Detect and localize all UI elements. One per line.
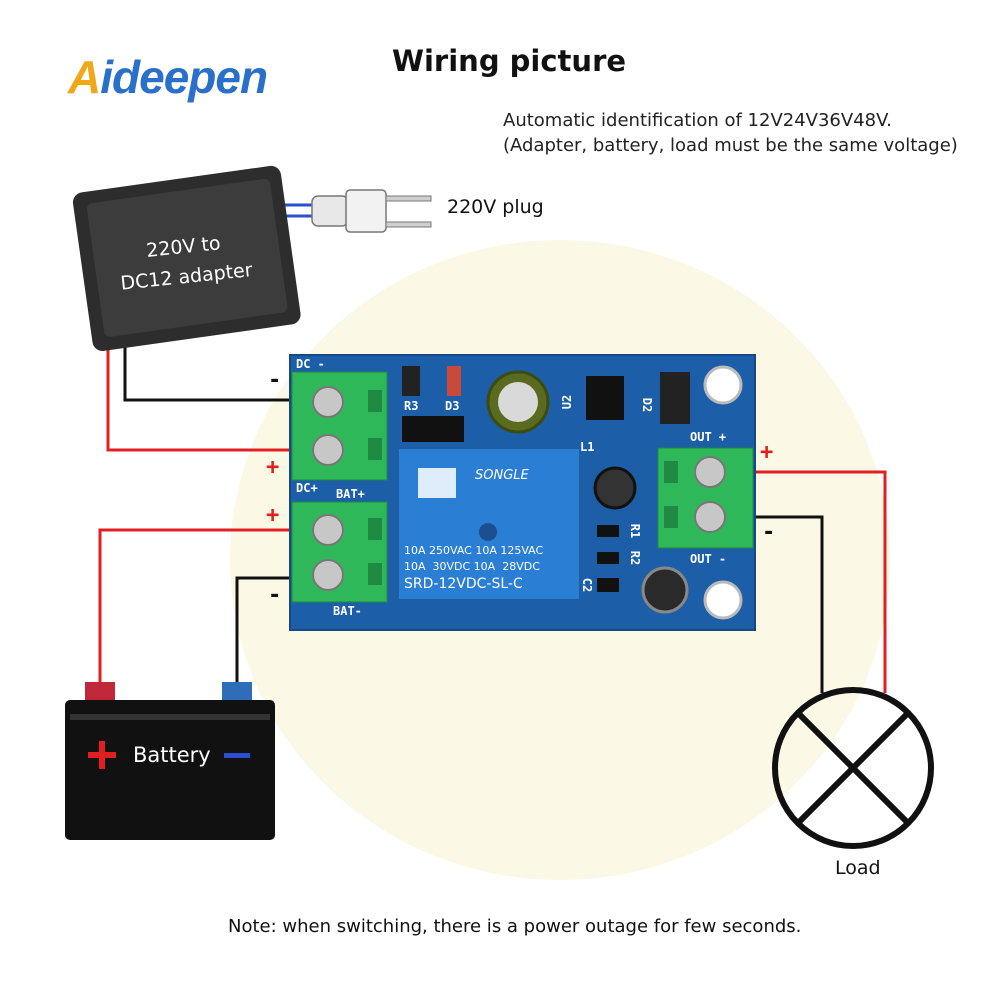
pcb-label-u2: U2 xyxy=(560,394,575,410)
pcb-label-dc-minus: DC - xyxy=(296,357,325,371)
adapter-plus-sign: + xyxy=(266,455,280,480)
pcb-label-dc-plus: DC+ xyxy=(296,481,318,495)
terminal-block-bat xyxy=(291,501,388,603)
capacitor-c2 xyxy=(597,578,619,592)
battery-black-wire xyxy=(235,576,300,688)
relay-module-board xyxy=(289,354,756,631)
battery-minus-sign xyxy=(224,753,250,758)
terminal-block-out xyxy=(657,447,754,549)
led-d3 xyxy=(447,366,461,396)
jumper xyxy=(402,416,464,442)
battery-plus-wire-sign: + xyxy=(266,503,280,528)
adapter-red-wire xyxy=(106,312,300,452)
resistor-r2 xyxy=(597,552,619,564)
relay-logo-icon xyxy=(418,468,456,498)
relay-brand: SONGLE xyxy=(475,468,529,483)
page-title: Wiring picture xyxy=(392,44,627,78)
pcb-label-out-plus: OUT + xyxy=(690,430,727,444)
load-black-wire xyxy=(745,515,824,693)
adapter-black-wire xyxy=(123,330,300,402)
load-red-wire xyxy=(745,470,887,693)
pcb-label-c2: C2 xyxy=(580,577,595,593)
plug-label: 220V plug xyxy=(447,196,544,218)
subtitle-line-1: Automatic identification of 12V24V36V48V… xyxy=(503,110,892,131)
brand-logo: Aideepen xyxy=(68,50,268,104)
battery-minus-wire-sign: - xyxy=(268,583,282,608)
resistor-r1 xyxy=(597,525,619,537)
pcb-label-r3: R3 xyxy=(404,399,419,413)
logo-letter: A xyxy=(68,51,101,103)
subtitle-line-2: (Adapter, battery, load must be the same… xyxy=(503,135,958,156)
inductor-l1 xyxy=(593,466,637,510)
out-plus-wire-sign: + xyxy=(760,440,774,465)
battery xyxy=(65,682,275,840)
battery-red-wire xyxy=(98,528,300,688)
ic-u2 xyxy=(586,376,624,420)
pcb-label-r2: R2 xyxy=(628,550,643,566)
adapter-minus-sign: - xyxy=(268,368,282,393)
battery-plus-sign-v xyxy=(99,741,105,769)
relay xyxy=(397,447,581,601)
load-label: Load xyxy=(835,857,881,879)
pcb-label-d2: D2 xyxy=(640,397,655,413)
relay-rating-line-1: 10A 250VAC 10A 125VAC xyxy=(404,544,544,557)
out-minus-wire-sign: - xyxy=(762,520,776,545)
resistor-r3 xyxy=(402,366,420,396)
plug xyxy=(311,189,432,233)
pcb-label-l1: L1 xyxy=(580,440,595,454)
pcb-label-d3: D3 xyxy=(445,399,460,413)
load-lamp-icon xyxy=(772,687,934,849)
diode-d2 xyxy=(660,372,690,424)
logo-text: ideepen xyxy=(100,51,268,103)
relay-rating-line-2: 10A 30VDC 10A 28VDC xyxy=(404,560,540,573)
pcb-label-out-minus: OUT - xyxy=(690,552,727,566)
relay-model: SRD-12VDC-SL-C xyxy=(404,576,523,592)
footer-note: Note: when switching, there is a power o… xyxy=(228,916,802,937)
terminal-block-dc xyxy=(291,371,388,481)
pcb-label-r1: R1 xyxy=(628,523,643,539)
pcb-label-bat-minus: BAT- xyxy=(333,604,362,618)
mount-hole-1 xyxy=(703,365,743,405)
mount-hole-2 xyxy=(703,580,743,620)
battery-label: Battery xyxy=(133,743,211,767)
capacitor-bottom xyxy=(641,566,689,614)
pcb-label-bat-plus: BAT+ xyxy=(336,487,365,501)
power-adapter xyxy=(72,165,301,351)
